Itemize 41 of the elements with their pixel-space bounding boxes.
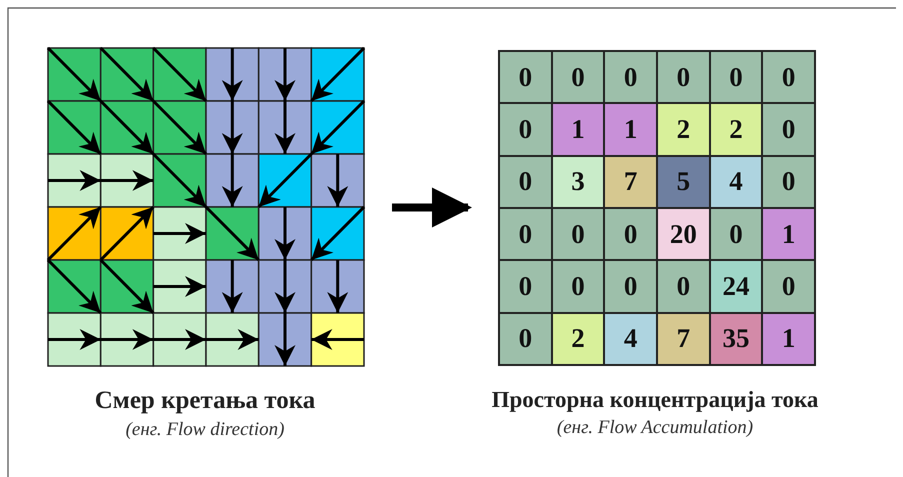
caption-subtitle: (енг. Flow Accumulation) [556, 417, 754, 439]
accumulation-cell: 0 [762, 260, 815, 313]
accumulation-cell: 2 [552, 312, 604, 365]
accumulation-cell: 0 [604, 51, 657, 104]
accumulation-cell: 2 [710, 103, 762, 156]
arrow [392, 188, 472, 228]
accumulation-cell: 1 [762, 312, 815, 365]
accumulation-cell: 0 [499, 51, 552, 104]
accumulation-cell: 20 [657, 208, 710, 260]
accumulation-cell: 0 [710, 51, 762, 104]
accumulation-cell: 0 [499, 156, 552, 208]
accumulation-cell: 2 [657, 103, 710, 156]
accumulation-cell: 7 [604, 156, 657, 208]
accumulation-cell: 0 [762, 156, 815, 208]
accumulation-cell: 0 [657, 51, 710, 104]
accumulation-cell: 0 [552, 260, 604, 313]
accumulation-cell: 0 [710, 208, 762, 260]
caption-heading: Просторна концентрација тока [490, 387, 820, 413]
accumulation-cell: 1 [762, 208, 815, 260]
accumulation-cell: 4 [604, 312, 657, 365]
accumulation-cell: 35 [710, 312, 762, 365]
caption-heading: Смер кретања тока [94, 387, 316, 415]
accumulation-cell: 4 [710, 156, 762, 208]
accumulation-cell: 0 [762, 51, 815, 104]
accumulation-cell: 0 [604, 260, 657, 313]
accumulation-cell: 0 [604, 208, 657, 260]
accumulation-cell: 3 [552, 156, 604, 208]
accumulation-cell: 7 [657, 312, 710, 365]
accumulation-cell: 0 [552, 208, 604, 260]
accumulation-cell: 1 [604, 103, 657, 156]
accumulation-cell: 0 [499, 312, 552, 365]
accumulation-cell: 0 [499, 260, 552, 313]
caption-subtitle: (енг. Flow direction) [124, 419, 286, 441]
accumulation-cell: 1 [552, 103, 604, 156]
accumulation-cell: 24 [710, 260, 762, 313]
accumulation-cell: 0 [499, 103, 552, 156]
accumulation-cell: 0 [499, 208, 552, 260]
accumulation-cell: 5 [657, 156, 710, 208]
accumulation-cell: 0 [657, 260, 710, 313]
accumulation-cell: 0 [552, 51, 604, 104]
accumulation-cell: 0 [762, 103, 815, 156]
